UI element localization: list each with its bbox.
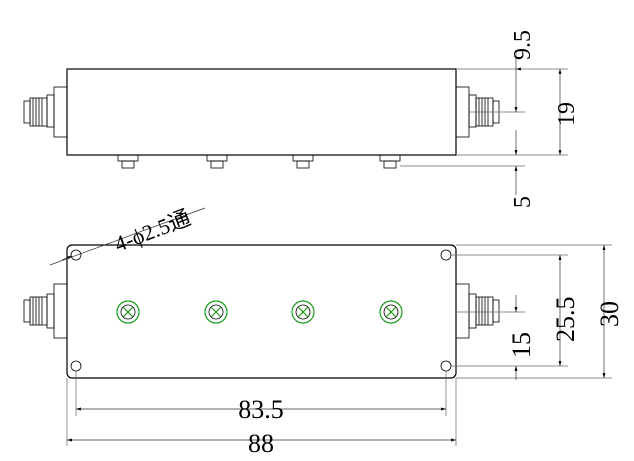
sma-connector-icon bbox=[23, 283, 68, 339]
dim-88: 88 bbox=[248, 429, 274, 458]
sma-connector-icon bbox=[455, 283, 500, 339]
tuning-screw-icon bbox=[292, 154, 314, 169]
mounting-hole bbox=[440, 360, 452, 372]
top-view: 9.5 19 5 bbox=[23, 30, 580, 208]
dim-83-5: 83.5 bbox=[238, 395, 284, 424]
dim-15: 15 bbox=[507, 332, 536, 358]
front-view: 4-ϕ2.5通 30 25.5 15 83.5 88 bbox=[23, 205, 624, 458]
mounting-hole bbox=[440, 249, 452, 261]
top-body bbox=[66, 68, 457, 156]
dim-30: 30 bbox=[595, 301, 624, 327]
mounting-hole bbox=[70, 360, 82, 372]
dim-25-5: 25.5 bbox=[551, 297, 580, 343]
tuning-screw-icon bbox=[204, 300, 228, 324]
mounting-hole bbox=[70, 249, 82, 261]
dim-5: 5 bbox=[510, 196, 536, 208]
dim-19: 19 bbox=[554, 102, 580, 126]
dim-9-5: 9.5 bbox=[510, 30, 536, 60]
tuning-screw-icon bbox=[379, 300, 403, 324]
tuning-screw-icon bbox=[117, 154, 139, 169]
sma-connector-icon bbox=[23, 86, 68, 138]
tuning-screw-icon bbox=[116, 300, 140, 324]
tuning-screw-icon bbox=[206, 154, 228, 169]
holes-note: 4-ϕ2.5通 bbox=[111, 205, 194, 257]
tuning-screw-icon bbox=[291, 300, 315, 324]
tuning-screw-icon bbox=[379, 154, 401, 169]
